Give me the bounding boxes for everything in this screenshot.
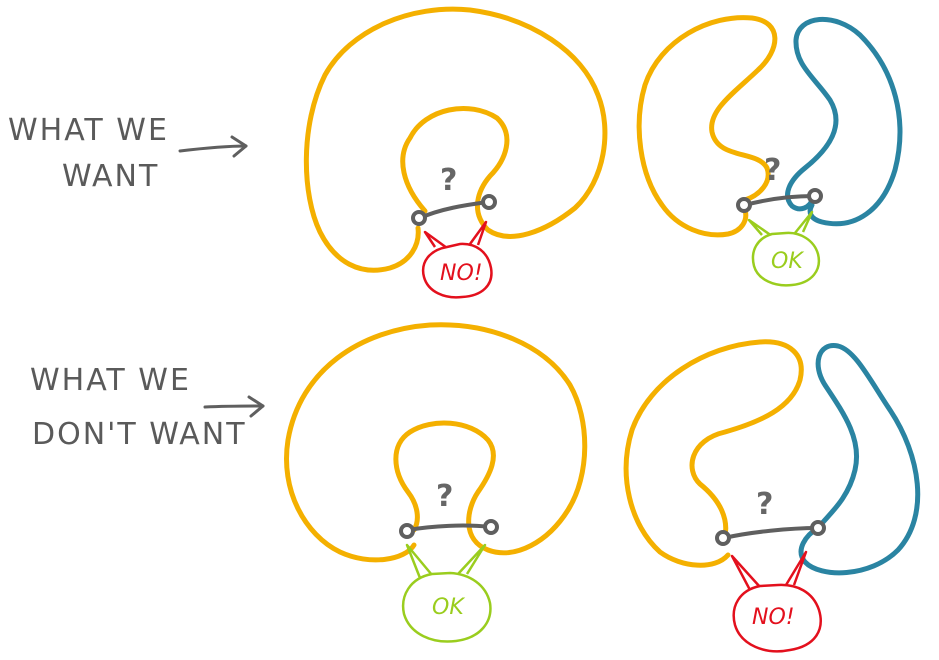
row1-label-line1: WHAT WE [8,113,169,148]
connector [399,519,499,539]
panel-top-right: ? OK [636,15,903,287]
verdict-label: NO! [752,605,795,630]
panel-top-left: ? NO! [303,6,608,299]
verdict-label: OK [432,595,465,620]
verdict-label: NO! [440,261,483,286]
blue-curve [798,343,921,576]
verdict-bubble-green: OK [747,210,821,287]
connector [736,188,823,213]
row2-label-line2: DON'T WANT [32,417,247,452]
yellow-curve [623,339,804,568]
verdict-bubble-red: NO! [730,550,822,653]
connector [411,194,497,226]
verdict-bubble-green: OK [401,543,492,643]
panel-bottom-left: ? OK [284,322,588,643]
row1-right-arrow-icon [178,135,248,158]
yellow-curve [284,322,588,563]
row2-label: WHAT WE DON'T WANT [30,363,247,452]
question-mark: ? [756,487,773,522]
connector [715,520,826,546]
row1-label-line2: WANT [62,159,159,194]
question-mark: ? [440,163,457,198]
yellow-curve [636,15,778,238]
yellow-curve [303,6,608,273]
verdict-label: OK [771,249,804,274]
row1-label: WHAT WE WANT [8,113,169,194]
row2-right-arrow-icon [203,395,265,418]
blue-curve [785,17,903,227]
row2-label-line1: WHAT WE [30,363,191,398]
question-mark: ? [436,479,453,514]
panel-bottom-right: ? NO! [623,339,921,653]
question-mark: ? [764,153,781,188]
verdict-bubble-red: NO! [421,220,493,299]
